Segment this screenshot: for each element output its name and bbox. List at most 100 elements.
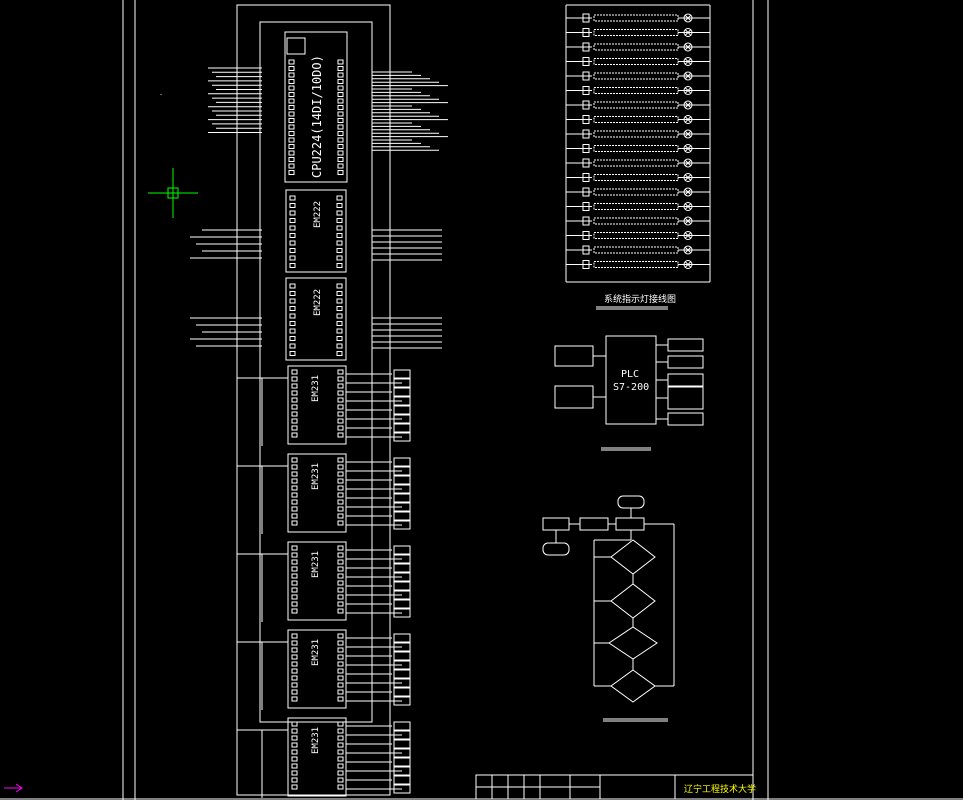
- terminal-box: [393, 396, 411, 406]
- terminal-box: [393, 599, 411, 609]
- pin-icon: [337, 647, 344, 653]
- terminal-icon: [582, 216, 590, 226]
- pin-icon: [336, 328, 343, 334]
- pin-icon: [337, 118, 344, 123]
- pin-icon: [291, 763, 298, 769]
- pin-icon: [291, 404, 298, 410]
- pin-icon: [336, 263, 343, 268]
- lamp-row: [566, 216, 710, 226]
- pin-icon: [337, 668, 344, 674]
- pin-icon: [291, 573, 298, 579]
- pin-icon: [337, 633, 344, 639]
- terminal-box: [393, 511, 411, 521]
- crosshair-cursor: [148, 168, 198, 218]
- lamp-row: [566, 57, 710, 66]
- pin-icon: [337, 59, 344, 65]
- lamp-icon: [683, 129, 693, 139]
- terminal-box: [393, 414, 411, 424]
- pin-icon: [336, 240, 343, 246]
- pin-icon: [291, 742, 298, 748]
- em231-module: [287, 365, 347, 445]
- pin-icon: [291, 369, 298, 375]
- pin-icon: [337, 777, 344, 783]
- pin-icon: [291, 545, 298, 551]
- flowchart: [542, 495, 675, 722]
- terminal-box: [393, 423, 411, 433]
- pin-icon: [336, 321, 343, 326]
- pin-icon: [337, 742, 344, 748]
- pin-icon: [288, 98, 295, 104]
- pin-icon: [337, 506, 344, 512]
- terminal-box: [393, 502, 411, 512]
- pin-icon: [291, 608, 298, 614]
- pin-icon: [291, 756, 298, 762]
- pin-icon: [291, 464, 298, 470]
- pin-icon: [291, 566, 298, 572]
- pin-icon: [291, 601, 298, 607]
- pin-icon: [337, 661, 344, 667]
- pin-icon: [291, 499, 298, 505]
- flow-decision-4: [610, 669, 656, 703]
- pin-icon: [336, 210, 343, 216]
- lamp-icon: [683, 260, 693, 269]
- pin-icon: [291, 478, 298, 484]
- pin-icon: [337, 144, 344, 149]
- pin-icon: [337, 457, 344, 463]
- pin-icon: [337, 72, 344, 78]
- pin-icon: [337, 124, 344, 130]
- pin-icon: [289, 351, 296, 356]
- terminal-icon: [582, 202, 590, 211]
- pin-icon: [291, 559, 298, 565]
- pin-icon: [288, 118, 295, 123]
- pin-icon: [337, 485, 344, 491]
- pin-icon: [291, 513, 298, 519]
- terminal-box: [393, 475, 411, 485]
- terminal-box: [393, 572, 411, 582]
- terminal-box: [393, 757, 411, 767]
- pin-icon: [289, 298, 296, 304]
- terminal-box: [393, 387, 411, 397]
- pin-icon: [291, 594, 298, 600]
- pin-icon: [289, 291, 296, 296]
- lamp-icon: [683, 173, 693, 182]
- pin-icon: [336, 343, 343, 349]
- pin-icon: [291, 654, 298, 660]
- pin-icon: [336, 351, 343, 356]
- pin-icon: [337, 784, 344, 790]
- pin-icon: [337, 411, 344, 417]
- pin-icon: [336, 225, 343, 231]
- lamp-row: [566, 245, 710, 255]
- terminal-box: [393, 432, 411, 442]
- pin-icon: [291, 696, 298, 702]
- terminal-icon: [582, 115, 590, 124]
- terminal-box: [393, 405, 411, 415]
- lamp-row: [566, 42, 710, 52]
- title-block: [475, 774, 754, 800]
- lamp-icon: [683, 71, 693, 81]
- em231-module: [287, 717, 347, 797]
- terminal-icon: [582, 86, 590, 95]
- terminal-icon: [582, 42, 590, 52]
- terminal-icon: [582, 158, 590, 168]
- pin-icon: [291, 492, 298, 498]
- pin-icon: [336, 336, 343, 341]
- pin-icon: [291, 721, 298, 727]
- lamp-row: [566, 231, 710, 240]
- em231-label-3: EM231: [311, 551, 321, 578]
- pin-icon: [291, 749, 298, 755]
- pin-icon: [337, 566, 344, 572]
- pin-icon: [291, 661, 298, 667]
- terminal-icon: [582, 173, 590, 182]
- terminal-box: [393, 739, 411, 749]
- pin-icon: [289, 233, 296, 238]
- pin-icon: [289, 240, 296, 246]
- pin-icon: [288, 85, 295, 91]
- lamp-icon: [683, 216, 693, 226]
- pin-icon: [337, 397, 344, 403]
- terminal-box: [393, 678, 411, 688]
- lamp-row: [566, 260, 710, 269]
- pin-icon: [337, 763, 344, 769]
- pin-icon: [291, 376, 298, 382]
- pin-icon: [289, 328, 296, 334]
- pin-icon: [289, 218, 296, 223]
